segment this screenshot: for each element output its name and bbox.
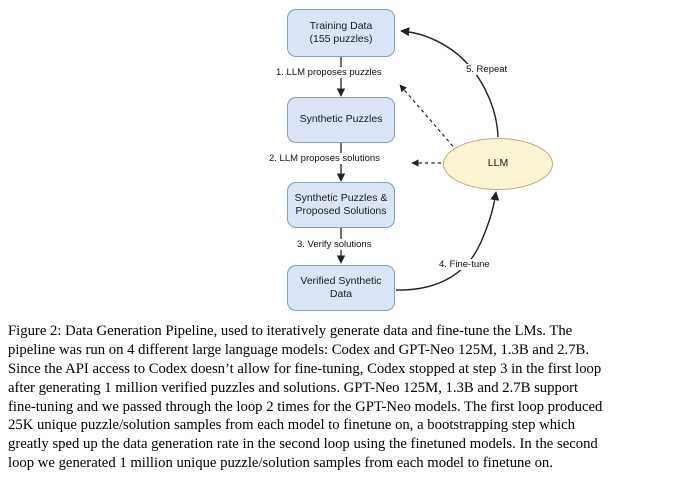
caption-line: loop we generated 1 million unique puzzl… bbox=[8, 455, 553, 472]
edge-5-repeat-curve bbox=[400, 27, 499, 138]
edge-1-label: 1. LLM proposes puzzles bbox=[274, 67, 384, 78]
node-llm-label: LLM bbox=[487, 157, 509, 170]
caption-line: pipeline was run on 4 different large la… bbox=[8, 341, 590, 358]
caption-line: after generating 1 million verified puzz… bbox=[8, 379, 579, 396]
caption-line: greatly sped up the data generation rate… bbox=[8, 436, 598, 453]
node-training-data-label: Training Data (155 puzzles) bbox=[309, 19, 373, 45]
caption-line: Figure 2: Data Generation Pipeline, used… bbox=[8, 323, 573, 339]
node-verified-synthetic-data[interactable]: Verified Synthetic Data bbox=[287, 265, 395, 311]
node-llm[interactable]: LLM bbox=[443, 138, 553, 190]
figure-region: Training Data (155 puzzles) Synthetic Pu… bbox=[267, 9, 553, 311]
edge-5-label: 5. Repeat bbox=[464, 64, 510, 75]
edge-2-label: 2. LLM proposes solutions bbox=[267, 153, 382, 164]
edge-3-label: 3. Verify solutions bbox=[295, 239, 374, 250]
caption-line: 25K unique puzzle/solution samples from … bbox=[8, 417, 575, 434]
node-synthetic-puzzles-label: Synthetic Puzzles bbox=[299, 113, 383, 126]
caption-line: fine-tuning and we passed through the lo… bbox=[8, 398, 603, 415]
figure-caption: Figure 2: Data Generation Pipeline, used… bbox=[8, 322, 672, 473]
pipeline-diagram-svg bbox=[336, 27, 500, 291]
edge-llm-to-step1-dashed bbox=[399, 84, 458, 152]
node-synthetic-puzzles-solutions-label: Synthetic Puzzles & Proposed Solutions bbox=[294, 191, 388, 217]
node-verified-synthetic-data-label: Verified Synthetic Data bbox=[300, 274, 382, 300]
node-synthetic-puzzles-solutions[interactable]: Synthetic Puzzles & Proposed Solutions bbox=[287, 182, 395, 228]
node-training-data[interactable]: Training Data (155 puzzles) bbox=[287, 9, 395, 57]
caption-line: Since the API access to Codex doesn’t al… bbox=[8, 360, 602, 377]
edge-4-finetune-curve bbox=[395, 191, 500, 291]
edge-4-label: 4. Fine-tune bbox=[437, 259, 492, 270]
node-synthetic-puzzles[interactable]: Synthetic Puzzles bbox=[287, 97, 395, 143]
